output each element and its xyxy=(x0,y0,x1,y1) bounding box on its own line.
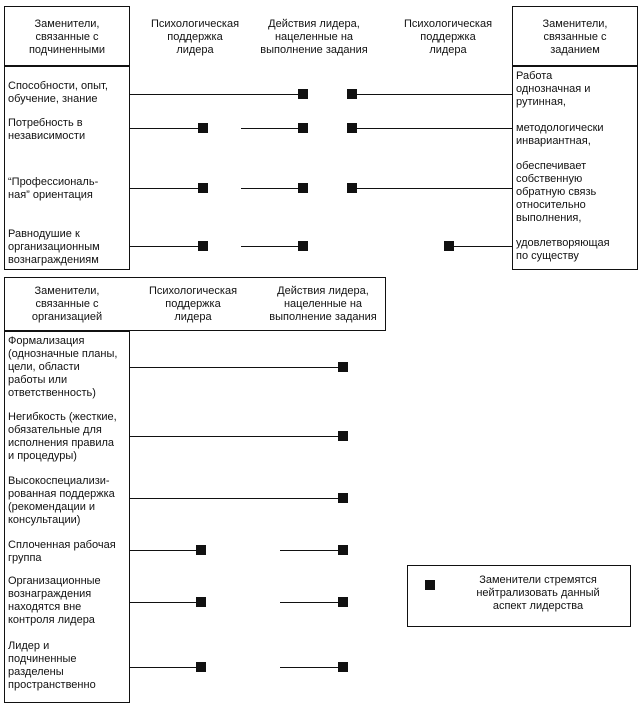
connector-line xyxy=(241,188,301,189)
task-substitutes-rows-box xyxy=(512,66,638,270)
task-item-feedback: обеспечивает собственную обратную связь … xyxy=(516,160,597,224)
header-task-actions-bottom: Действия лидера, нацеленные на выполнени… xyxy=(269,285,377,323)
substitute-marker xyxy=(196,662,206,672)
row-label-independence: Потребность в независимости xyxy=(8,117,86,142)
connector-line xyxy=(280,602,340,603)
substitute-marker xyxy=(198,183,208,193)
substitute-marker xyxy=(444,241,454,251)
subordinates-header-box xyxy=(4,6,130,66)
row-label-inflexibility: Негибкость (жесткие, обязательные для ис… xyxy=(8,411,117,462)
connector-line xyxy=(130,602,200,603)
connector-line xyxy=(130,94,302,95)
row-label-rewards-outside-control: Организационные вознаграждения находятся… xyxy=(8,575,101,626)
task-item-invariant: методологически инвариантная, xyxy=(516,122,604,147)
connector-line xyxy=(357,94,512,95)
substitute-marker xyxy=(338,662,348,672)
connector-line xyxy=(130,367,340,368)
row-label-formalization: Формализация (однозначные планы, цели, о… xyxy=(8,335,118,399)
header-psych-support-2: Психологическая поддержка лидера xyxy=(403,18,493,56)
substitute-marker xyxy=(298,241,308,251)
connector-line xyxy=(280,667,340,668)
connector-line xyxy=(130,436,340,437)
row-label-professional-orientation: “Профессиональ- ная” ориентация xyxy=(8,176,99,201)
connector-line xyxy=(241,128,301,129)
substitute-marker xyxy=(198,123,208,133)
header-subordinate-substitutes: Заменители, связанные с подчиненными xyxy=(28,18,106,56)
row-label-specialized-support: Высокоспециализи- рованная поддержка (ре… xyxy=(8,475,115,526)
substitute-marker xyxy=(298,183,308,193)
legend-box xyxy=(407,565,631,627)
connector-line xyxy=(454,246,512,247)
connector-line xyxy=(130,128,200,129)
substitute-marker xyxy=(338,545,348,555)
substitute-marker xyxy=(347,123,357,133)
legend-marker-icon xyxy=(425,580,435,590)
substitute-marker xyxy=(196,597,206,607)
task-item-satisfying: удовлетворяющая по существу xyxy=(516,237,610,262)
header-task-actions-top: Действия лидера, нацеленные на выполнени… xyxy=(260,18,368,56)
connector-line xyxy=(130,667,200,668)
header-organization-substitutes: Заменители, связанные с организацией xyxy=(31,285,103,323)
header-task-substitutes: Заменители, связанные с заданием xyxy=(542,18,608,56)
connector-line xyxy=(130,188,200,189)
connector-line xyxy=(241,246,301,247)
connector-line xyxy=(280,550,340,551)
substitute-marker xyxy=(347,89,357,99)
subordinates-rows-box xyxy=(4,66,130,270)
connector-line xyxy=(130,246,200,247)
task-item-routine: Работа однозначная и рутинная, xyxy=(516,70,591,108)
substitute-marker xyxy=(338,362,348,372)
row-label-cohesive-group: Сплоченная рабочая группа xyxy=(8,539,116,564)
row-label-indifference-rewards: Равнодушие к организационным вознагражде… xyxy=(8,228,100,266)
organization-rows-box xyxy=(4,331,130,703)
task-substitutes-header-box xyxy=(512,6,638,66)
substitute-marker xyxy=(338,597,348,607)
substitute-marker xyxy=(338,493,348,503)
organization-header-box xyxy=(4,277,386,331)
substitute-marker xyxy=(298,123,308,133)
connector-line xyxy=(357,188,512,189)
substitute-marker xyxy=(347,183,357,193)
substitute-marker xyxy=(298,89,308,99)
substitute-marker xyxy=(198,241,208,251)
header-psych-support-bottom: Психологическая поддержка лидера xyxy=(148,285,238,323)
substitute-marker xyxy=(338,431,348,441)
substitute-marker xyxy=(196,545,206,555)
header-psych-support-1: Психологическая поддержка лидера xyxy=(150,18,240,56)
legend-text: Заменители стремятся нейтрализовать данн… xyxy=(476,574,600,612)
connector-line xyxy=(357,128,512,129)
row-label-spatial-distance: Лидер и подчиненные разделены пространст… xyxy=(8,640,96,691)
connector-line xyxy=(130,498,340,499)
row-label-abilities: Способности, опыт, обучение, знание xyxy=(8,80,108,105)
connector-line xyxy=(130,550,200,551)
